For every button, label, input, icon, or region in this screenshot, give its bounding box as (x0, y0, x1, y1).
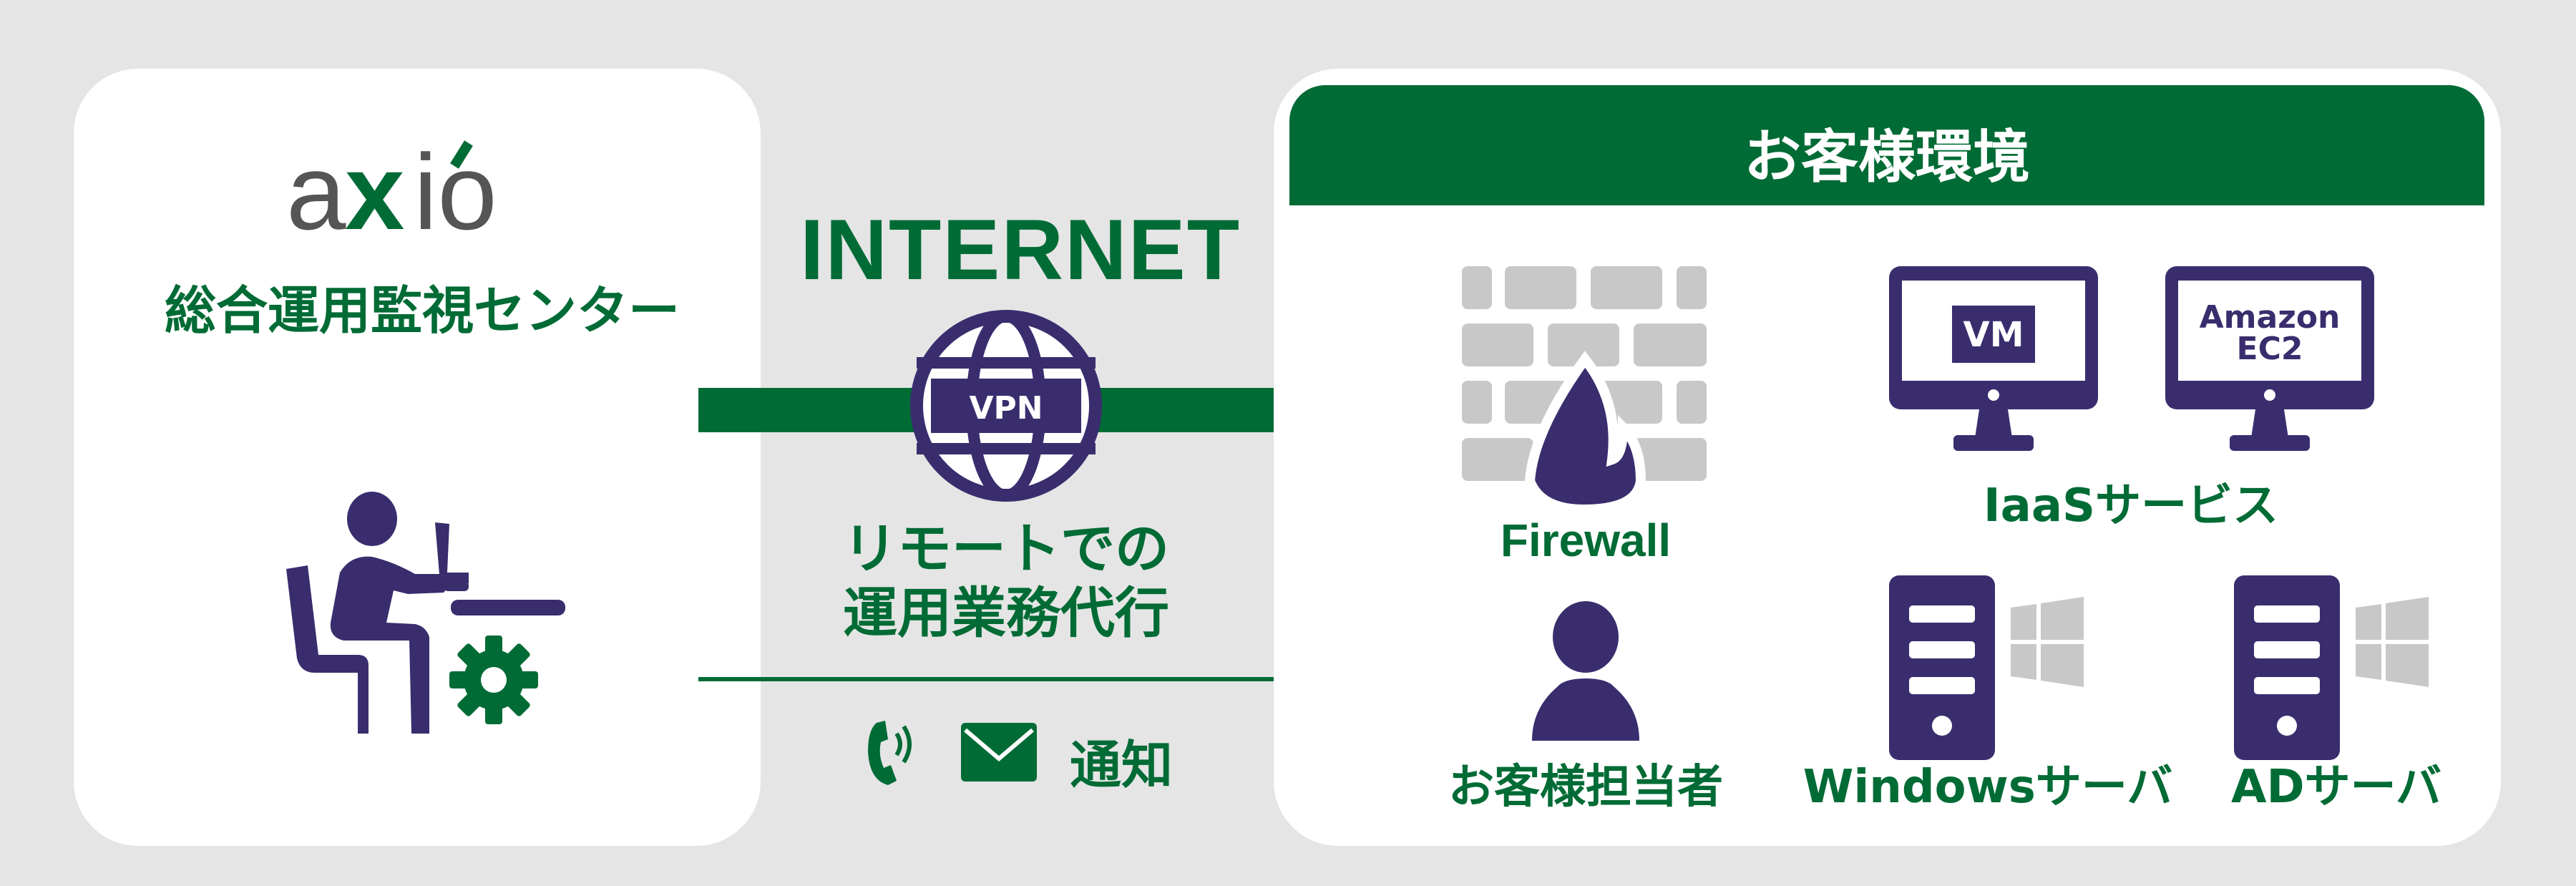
firewall-icon (1462, 266, 1707, 515)
svg-text:x: x (345, 132, 404, 252)
ad-server-icon (2234, 575, 2429, 760)
axio-logo: a x io (286, 100, 558, 252)
svg-text:io: io (414, 132, 497, 252)
remote-ops-line1: リモートでの (843, 517, 1169, 580)
axio-logo-mark: a x io (286, 132, 497, 252)
phone-icon (868, 721, 912, 785)
globe-icon (910, 310, 1102, 502)
iaas-label: IaaSサービス (1983, 479, 2279, 532)
customer-environment-header (1289, 85, 2484, 205)
ec2-monitor-icon (2165, 266, 2374, 451)
internet-label: INTERNET (800, 202, 1241, 298)
windows-server-label: Windowsサーバ (1802, 761, 2173, 814)
vpn-label: VPN (969, 390, 1043, 427)
vm-monitor-icon (1889, 266, 2098, 451)
ad-server-label: ADサーバ (2230, 761, 2442, 814)
ec2-label-line1: Amazon (2199, 299, 2341, 336)
firewall-label: Firewall (1500, 515, 1672, 566)
operator-at-desk-with-gear-icon (286, 492, 565, 734)
operations-center-title: 総合運用監視センター (164, 281, 680, 341)
vm-label: VM (1963, 315, 2024, 355)
customer-environment-title: お客様環境 (1744, 124, 2030, 190)
remote-ops-line2: 運用業務代行 (843, 581, 1169, 645)
ec2-label-line2: EC2 (2236, 331, 2303, 367)
svg-text:a: a (286, 132, 346, 252)
mail-icon (961, 723, 1037, 782)
notify-label: 通知 (1070, 735, 1174, 795)
windows-server-icon (1889, 575, 2084, 760)
customer-contact-label: お客様担当者 (1448, 761, 1723, 814)
customer-contact-icon (1532, 601, 1639, 741)
